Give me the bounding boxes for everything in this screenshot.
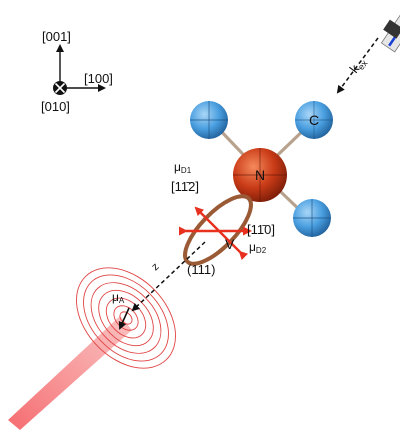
emission-pattern: μA	[8, 267, 176, 430]
atom-bottom-right	[293, 199, 331, 237]
mu-a-arrow	[118, 307, 130, 330]
polarization-plane	[380, 7, 400, 53]
carbon-label: C	[309, 112, 319, 128]
symmetry-axis-arrow	[131, 241, 206, 312]
axes-indicator: [001] [100] [010]	[41, 29, 113, 114]
vacancy-label: V	[225, 236, 235, 252]
axis-010-label: [010]	[41, 99, 70, 114]
mu-a-label: μA	[112, 290, 125, 305]
vacancy-dipole-ring: V	[179, 194, 253, 266]
atom-top-left	[190, 101, 228, 139]
nitrogen-label: N	[255, 167, 265, 183]
emission-beam	[8, 316, 132, 430]
atom-nitrogen: N	[233, 148, 287, 202]
d1-direction-label: [11̄2]	[171, 179, 199, 194]
excitation-wavevector-arrow	[336, 37, 379, 94]
axis-100-label: [100]	[84, 71, 113, 86]
atom-carbon: C	[295, 101, 333, 139]
mu-d2-label: μD2	[249, 240, 267, 255]
wavevector-label: kex	[346, 54, 370, 77]
axis-001-label: [001]	[42, 29, 71, 44]
mu-d1-label: μD1	[174, 160, 192, 175]
z-axis-label: z	[149, 261, 161, 274]
d2-direction-label: [11̄0]	[247, 222, 275, 237]
excitation-beam: kex	[336, 7, 400, 94]
axis-111-label: (111)	[187, 262, 215, 277]
